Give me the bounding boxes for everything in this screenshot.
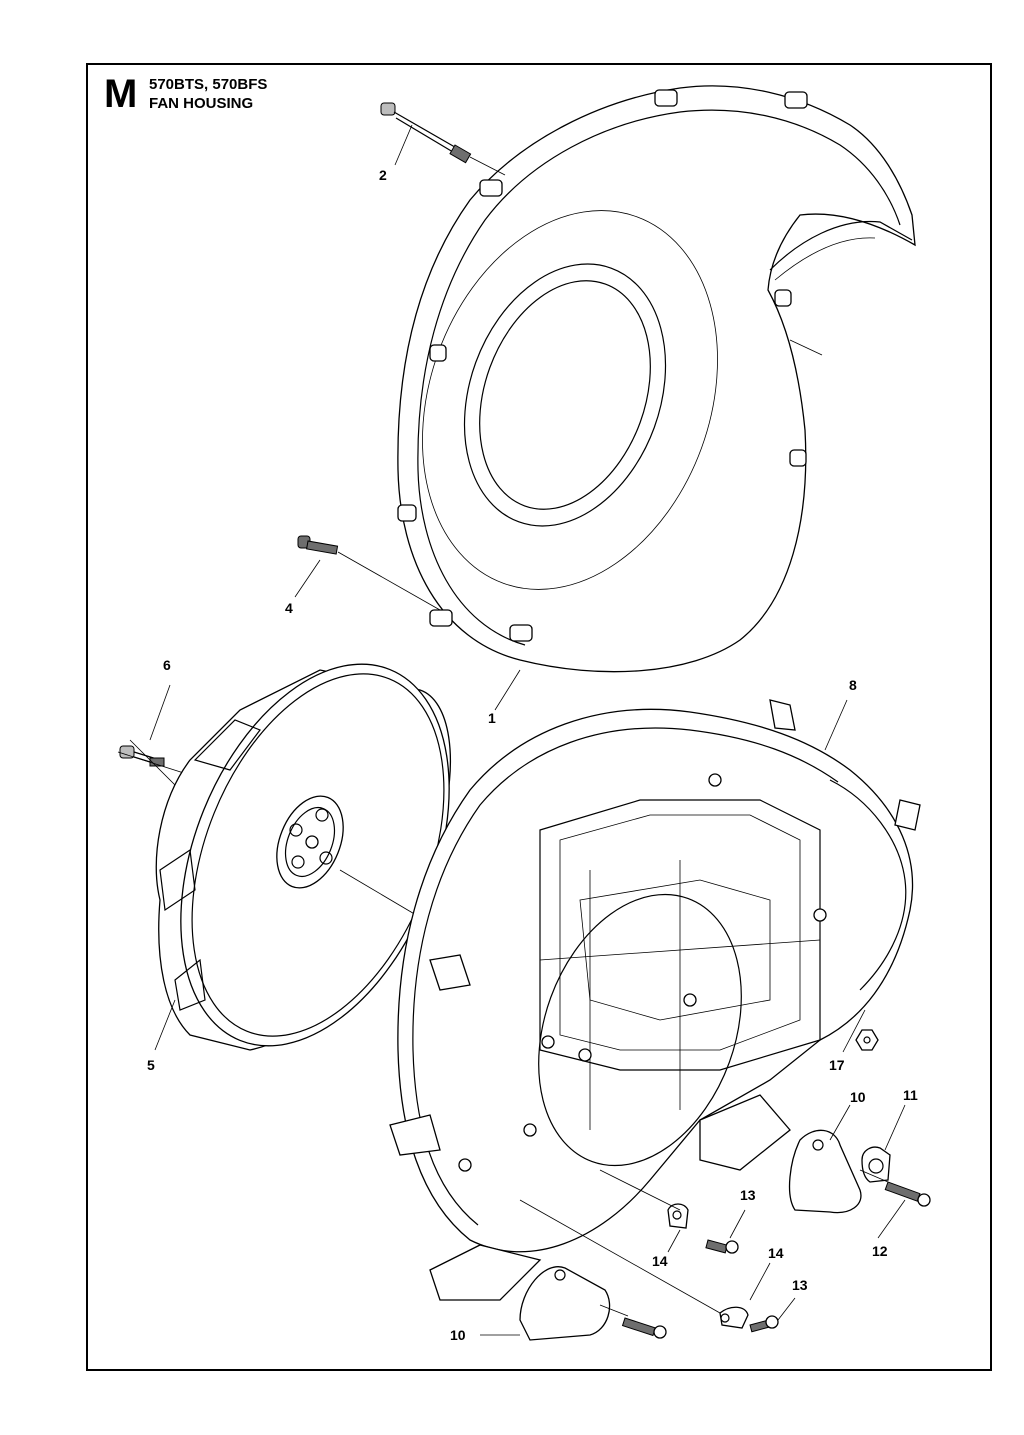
clamp-ring bbox=[861, 1146, 891, 1183]
fan-housing-rear bbox=[389, 699, 921, 1301]
section-letter: M bbox=[104, 72, 138, 116]
clip-upper bbox=[667, 1203, 689, 1229]
callout-14-upper: 14 bbox=[652, 1253, 668, 1269]
callout-8: 8 bbox=[849, 677, 857, 693]
callout-17: 17 bbox=[829, 1057, 845, 1073]
diagram-frame bbox=[86, 63, 992, 1371]
long-screw bbox=[380, 102, 506, 176]
callout-10-right: 10 bbox=[850, 1089, 866, 1105]
callout-14-lower: 14 bbox=[768, 1245, 784, 1261]
callout-6: 6 bbox=[163, 657, 171, 673]
clip-lower bbox=[719, 1306, 749, 1329]
fan-wheel bbox=[155, 663, 451, 1051]
callout-13-upper: 13 bbox=[740, 1187, 756, 1203]
leader-lines bbox=[149, 124, 906, 1321]
nut bbox=[855, 1029, 879, 1051]
callout-4: 4 bbox=[285, 600, 293, 616]
callout-labels: 1 2 4 5 6 8 10 10 11 12 13 13 14 14 17 bbox=[147, 167, 918, 1343]
bracket-right bbox=[788, 1129, 862, 1214]
screw bbox=[297, 535, 441, 611]
callout-12: 12 bbox=[872, 1243, 888, 1259]
bracket-lower bbox=[519, 1266, 611, 1341]
section-title: FAN HOUSING bbox=[149, 95, 254, 112]
callout-13-lower: 13 bbox=[792, 1277, 808, 1293]
model-names: 570BTS, 570BFS bbox=[149, 76, 268, 93]
screw-bracket-lower bbox=[621, 1317, 667, 1339]
fan-housing-cover bbox=[397, 85, 916, 673]
callout-5: 5 bbox=[147, 1057, 155, 1073]
callout-2: 2 bbox=[379, 167, 387, 183]
callout-10-lower: 10 bbox=[450, 1327, 466, 1343]
callout-11: 11 bbox=[903, 1087, 918, 1103]
callout-1: 1 bbox=[488, 710, 496, 726]
screw-upper bbox=[705, 1239, 739, 1254]
screw-lower bbox=[749, 1315, 779, 1333]
bracket-screw bbox=[859, 1169, 931, 1207]
fan-screw bbox=[117, 739, 201, 811]
